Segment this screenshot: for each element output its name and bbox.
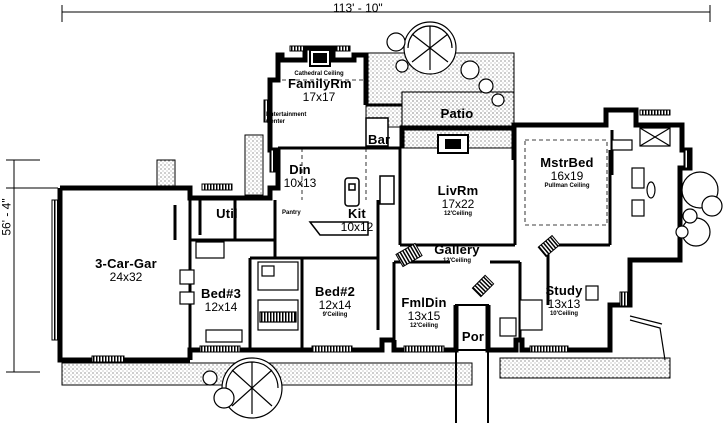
room-bed3: Bed#3 12x14	[200, 286, 242, 314]
room-master-bed: MstrBed 16x19 Pullman Ceiling	[540, 155, 594, 190]
depth-dimension-line	[6, 159, 58, 373]
kitchen-island	[308, 117, 395, 236]
room-porch: Por	[461, 329, 485, 344]
width-dimension-line	[61, 5, 711, 22]
room-family-name: FamilyRm	[288, 76, 352, 92]
room-family: Cathedral Ceiling FamilyRm 17x17	[288, 70, 352, 104]
entertainment-center-label: Entertainment Center	[266, 112, 307, 125]
room-study: Study 13x13 10'Ceiling	[545, 283, 583, 318]
room-bed2: Bed#2 12x14 9'Ceiling	[314, 284, 356, 319]
room-utility: Util	[216, 206, 238, 221]
room-dining: Din 10x13	[283, 162, 317, 190]
room-patio: Patio	[440, 106, 474, 121]
windows	[51, 45, 690, 363]
room-family-dining: FmlDin 13x15 12'Ceiling	[401, 295, 447, 330]
ceiling-dashed-lines	[282, 79, 608, 245]
bath-fixtures	[179, 127, 671, 343]
room-garage: 3-Car-Gar 24x32	[95, 256, 157, 284]
trellis	[629, 315, 666, 361]
room-living: LivRm 17x22 12'Ceiling	[437, 183, 479, 218]
depth-dimension: 56' - 4"	[0, 198, 14, 236]
fireplace	[309, 49, 469, 154]
pantry-label: Pantry	[282, 210, 301, 216]
room-family-note: Cathedral Ceiling	[294, 71, 344, 77]
room-family-size: 17x17	[302, 89, 336, 104]
width-dimension: 113' - 10"	[333, 1, 383, 15]
exterior-walls	[57, 45, 693, 363]
room-kitchen: Kit 10x12	[340, 206, 374, 234]
room-gallery: Gallery 12'Ceiling	[434, 242, 480, 264]
room-bar: Bar	[368, 132, 391, 147]
landscape-trees	[202, 21, 723, 419]
porch	[455, 304, 489, 423]
stair-hatch	[395, 234, 561, 298]
